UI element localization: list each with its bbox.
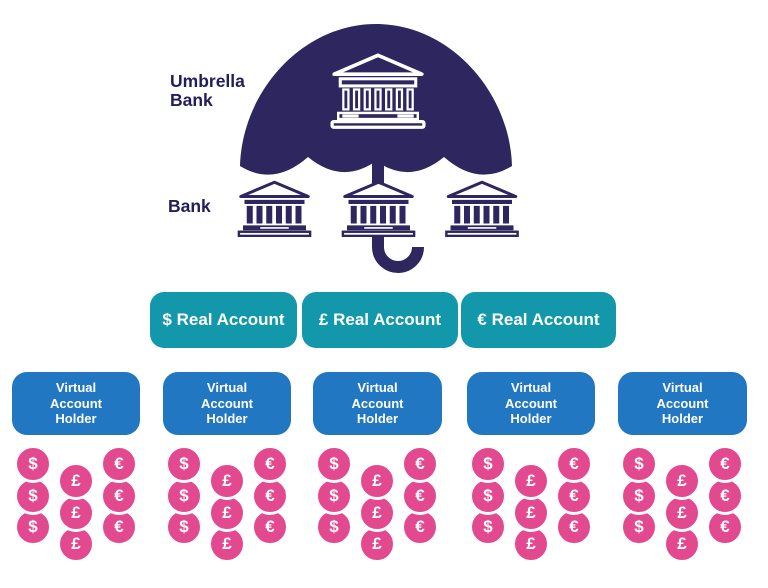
currency-coin-icon-pound: £ [663,462,701,500]
coin-column-dollar: $$$ [315,445,353,570]
coin-column-euro: €€€ [706,445,744,570]
umbrella-handle-icon [372,140,424,273]
real-account-eur: € Real Account [461,292,616,348]
real-account-usd: $ Real Account [150,292,297,348]
coin-column-pound: £££ [208,462,246,570]
coin-column-dollar: $$$ [165,445,203,570]
coin-column-pound: £££ [57,462,95,570]
currency-coin-icon-euro: € [706,445,744,483]
currency-coin-icon-euro: € [555,445,593,483]
currency-coin-icon-pound: £ [512,462,550,500]
umbrella-bank-label: Umbrella Bank [170,71,245,110]
coin-cluster: $$$£££€€€ [315,445,439,570]
coin-cluster: $$$£££€€€ [469,445,593,570]
currency-coin-icon-pound: £ [57,462,95,500]
bank-building-icon [237,180,312,237]
bank-building-icon [341,180,416,237]
bank-building-icon [444,180,520,237]
coin-column-euro: €€€ [100,445,138,570]
currency-coin-icon-euro: € [401,445,439,483]
currency-coin-icon-dollar: $ [469,445,507,483]
currency-coin-icon-pound: £ [663,493,701,532]
bank-label: Bank [168,196,211,216]
currency-coin-icon-euro: € [100,445,138,483]
virtual-account-holder: Virtual Account Holder [163,372,291,435]
virtual-account-holder: Virtual Account Holder [313,372,442,435]
currency-coin-icon-dollar: $ [14,445,52,483]
currency-coin-icon-pound: £ [358,462,396,500]
real-account-gbp: £ Real Account [302,292,458,348]
coin-column-euro: €€€ [251,445,289,570]
coin-column-pound: £££ [358,462,396,570]
currency-coin-icon-pound: £ [208,462,246,500]
currency-coin-icon-dollar: $ [165,445,203,483]
coin-cluster: $$$£££€€€ [14,445,138,570]
currency-coin-icon-dollar: $ [315,445,353,483]
currency-coin-icon-euro: € [251,445,289,483]
coin-column-pound: £££ [512,462,550,570]
virtual-account-holder: Virtual Account Holder [467,372,595,435]
coin-column-dollar: $$$ [620,445,658,570]
coin-column-dollar: $$$ [469,445,507,570]
virtual-account-holder: Virtual Account Holder [12,372,140,435]
virtual-account-holder: Virtual Account Holder [618,372,747,435]
currency-coin-icon-dollar: $ [620,445,658,483]
coin-column-euro: €€€ [401,445,439,570]
coin-cluster: $$$£££€€€ [165,445,289,570]
currency-coin-icon-dollar: $ [165,476,203,515]
coin-column-dollar: $$$ [14,445,52,570]
currency-coin-icon-euro: € [251,508,289,546]
coin-cluster: $$$£££€€€ [620,445,744,570]
coin-column-euro: €€€ [555,445,593,570]
coin-column-pound: £££ [663,462,701,570]
